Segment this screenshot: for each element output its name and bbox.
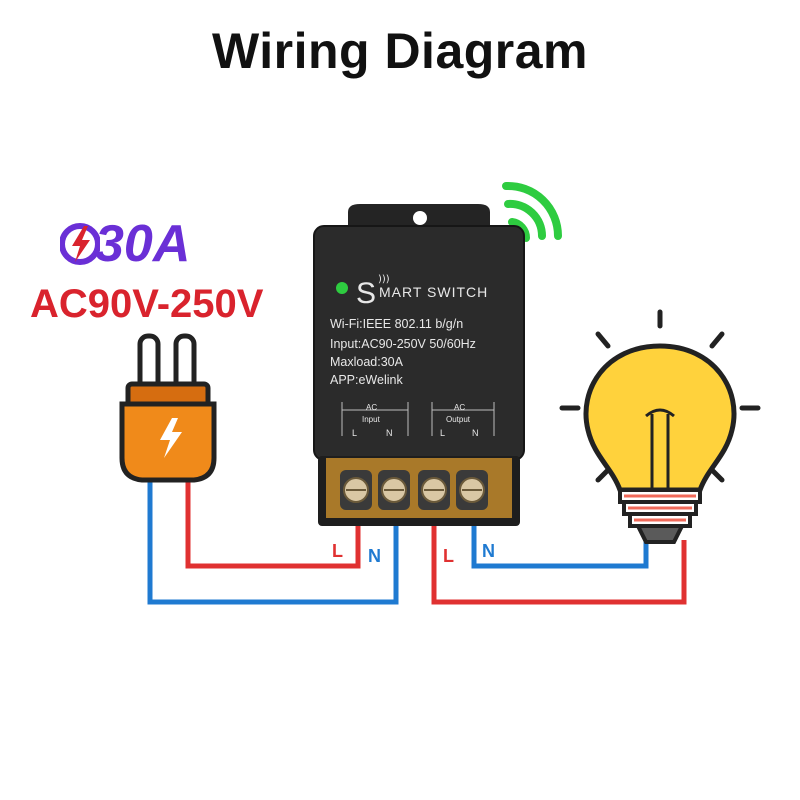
terminal-screws — [340, 470, 488, 510]
output-label-ac: AC — [454, 403, 465, 412]
input-label-n: N — [386, 428, 393, 438]
wires — [147, 478, 687, 605]
voltage-range: AC90V-250V — [30, 282, 264, 326]
input-n-label: N — [368, 546, 381, 566]
input-l-label: L — [332, 541, 343, 561]
plug-icon — [119, 333, 217, 483]
spec-wifi: Wi-Fi:IEEE 802.11 b/g/n — [330, 317, 463, 331]
output-l-label: L — [443, 546, 454, 566]
wifi-signal-icon — [502, 181, 562, 242]
input-label-input: Input — [362, 415, 381, 424]
input-label-l: L — [352, 428, 357, 438]
lightning-icon — [160, 418, 182, 458]
output-live-wire — [431, 520, 687, 605]
output-neutral-wire — [471, 520, 649, 569]
smart-switch-device: S ))) MART SWITCH Wi-Fi:IEEE 802.11 b/g/… — [313, 204, 525, 526]
output-terminal-legend: AC Output L N — [431, 402, 495, 438]
input-neutral-wire — [147, 478, 399, 605]
mount-hole — [413, 211, 427, 225]
diagram-title: Wiring Diagram — [211, 23, 589, 79]
lightning-icon — [60, 223, 100, 265]
output-n-label: N — [482, 541, 495, 561]
spec-input: Input:AC90-250V 50/60Hz — [330, 337, 476, 351]
status-led — [336, 282, 348, 294]
input-live-wire — [185, 478, 361, 569]
device-logo-letter: S — [356, 277, 376, 310]
input-label-ac: AC — [366, 403, 377, 412]
output-label-output: Output — [446, 415, 471, 424]
output-label-l: L — [440, 428, 445, 438]
input-terminal-legend: AC Input L N — [341, 402, 409, 438]
spec-maxload: Maxload:30A — [330, 355, 404, 369]
device-name: MART SWITCH — [379, 284, 488, 300]
device-logo-signal-icon: ))) — [378, 274, 390, 285]
spec-app: APP:eWelink — [330, 373, 403, 387]
output-label-n: N — [472, 428, 479, 438]
current-rating: 30A — [95, 215, 191, 273]
light-bulb-icon — [559, 309, 761, 544]
